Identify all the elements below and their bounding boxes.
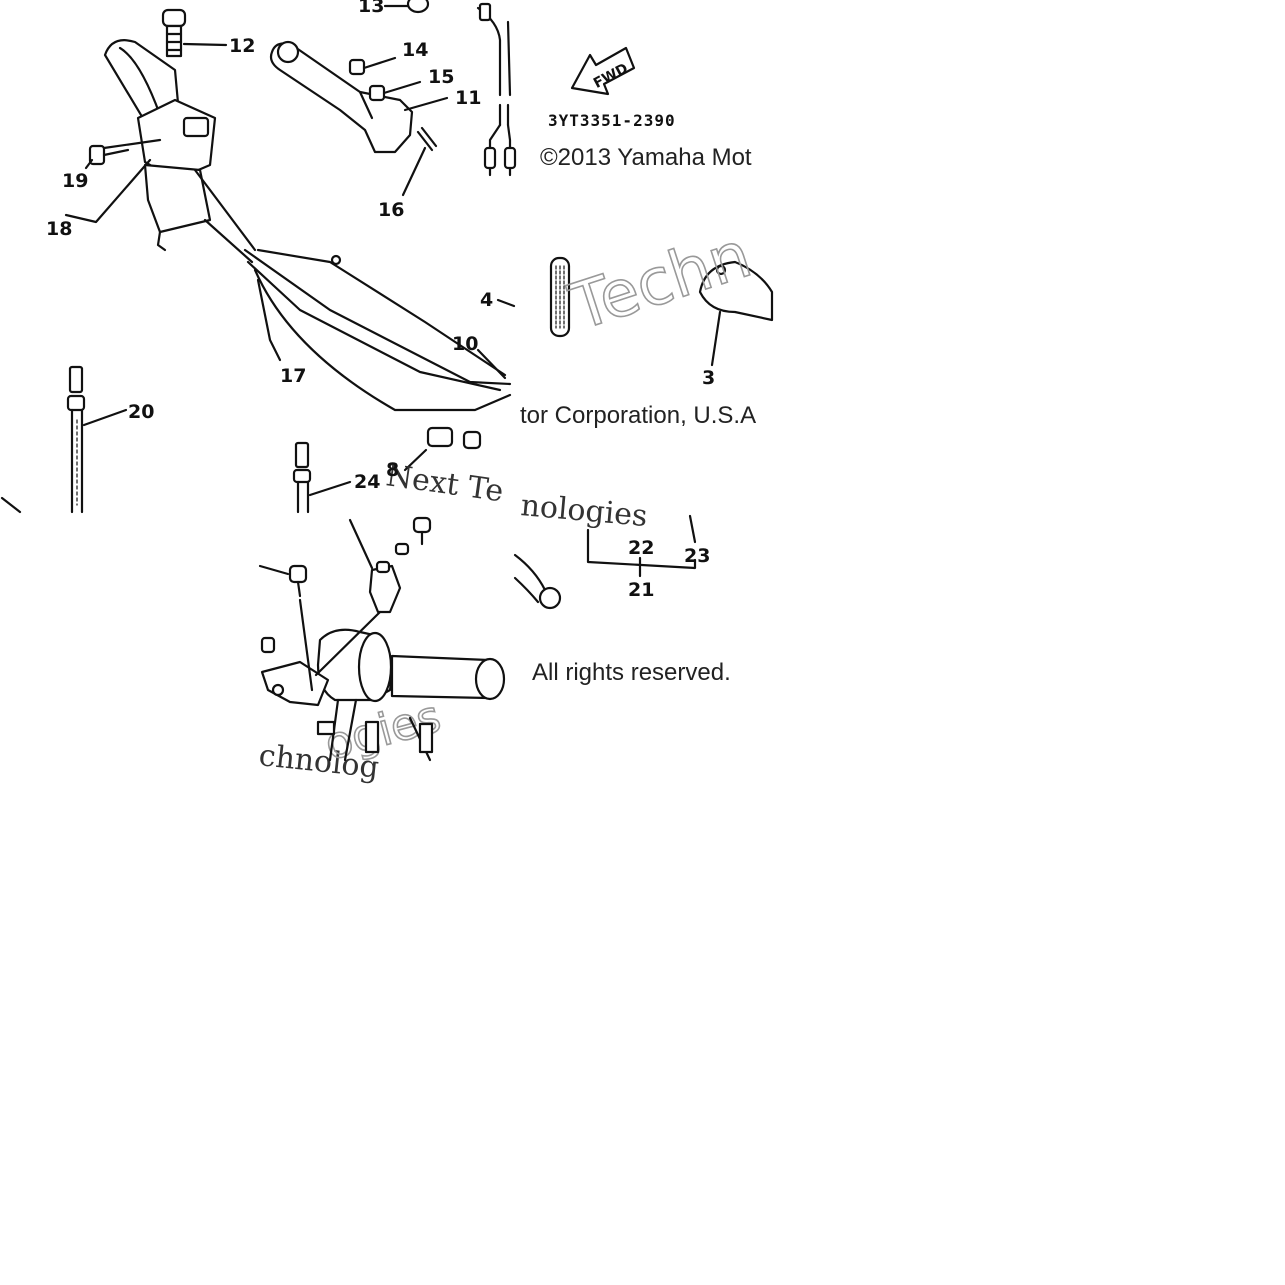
leader-18 (64, 158, 152, 224)
grip-4 (496, 256, 571, 338)
handlebar (243, 248, 512, 412)
callout-15: 15 (428, 66, 454, 88)
screw-19 (84, 138, 162, 170)
lever-assembly (269, 40, 449, 197)
callout-21: 21 (628, 579, 654, 601)
cable-24 (292, 441, 352, 514)
callout-16: 16 (378, 199, 404, 221)
callout-18: 18 (46, 218, 72, 240)
callout-8: 8 (386, 459, 399, 481)
callouts: 12 13 14 15 11 16 19 18 17 4 10 3 20 24 … (46, 0, 715, 601)
leader-10 (476, 348, 507, 380)
watermark-next-tech: Next Te (384, 458, 506, 509)
callout-13: 13 (358, 0, 384, 17)
clamp-8 (403, 426, 482, 472)
callout-20: 20 (128, 401, 154, 423)
callout-19: 19 (62, 170, 88, 192)
callout-17: 17 (280, 365, 306, 387)
copyright-line-3: All rights reserved. (532, 659, 731, 686)
callout-4: 4 (480, 289, 493, 311)
left-grip-assembly (103, 39, 257, 264)
part-3 (698, 260, 774, 367)
callout-10: 10 (452, 333, 478, 355)
stray-line (0, 496, 22, 514)
callout-11: 11 (455, 87, 481, 109)
callout-23: 23 (684, 545, 710, 567)
bar-end-curve (513, 553, 562, 610)
copyright-line-2: tor Corporation, U.S.A (520, 402, 756, 429)
throttle-assembly (258, 516, 506, 762)
copyright-line-1: ©2013 Yamaha Mot (540, 144, 752, 171)
watermark-tech: Techn (561, 218, 760, 346)
callout-22: 22 (628, 537, 654, 559)
part-13 (383, 0, 430, 14)
switch-cable (476, 2, 517, 177)
callout-24: 24 (354, 471, 380, 493)
callout-12: 12 (229, 35, 255, 57)
bracket-21-22-23 (586, 514, 697, 578)
callout-3: 3 (702, 367, 715, 389)
callout-14: 14 (402, 39, 428, 61)
part-code: 3YT3351-2390 (548, 111, 676, 130)
bolt-12 (161, 8, 228, 58)
forward-arrow: FWD (570, 46, 636, 96)
cable-20 (66, 365, 128, 514)
watermark-nologies: nologies (519, 488, 649, 534)
